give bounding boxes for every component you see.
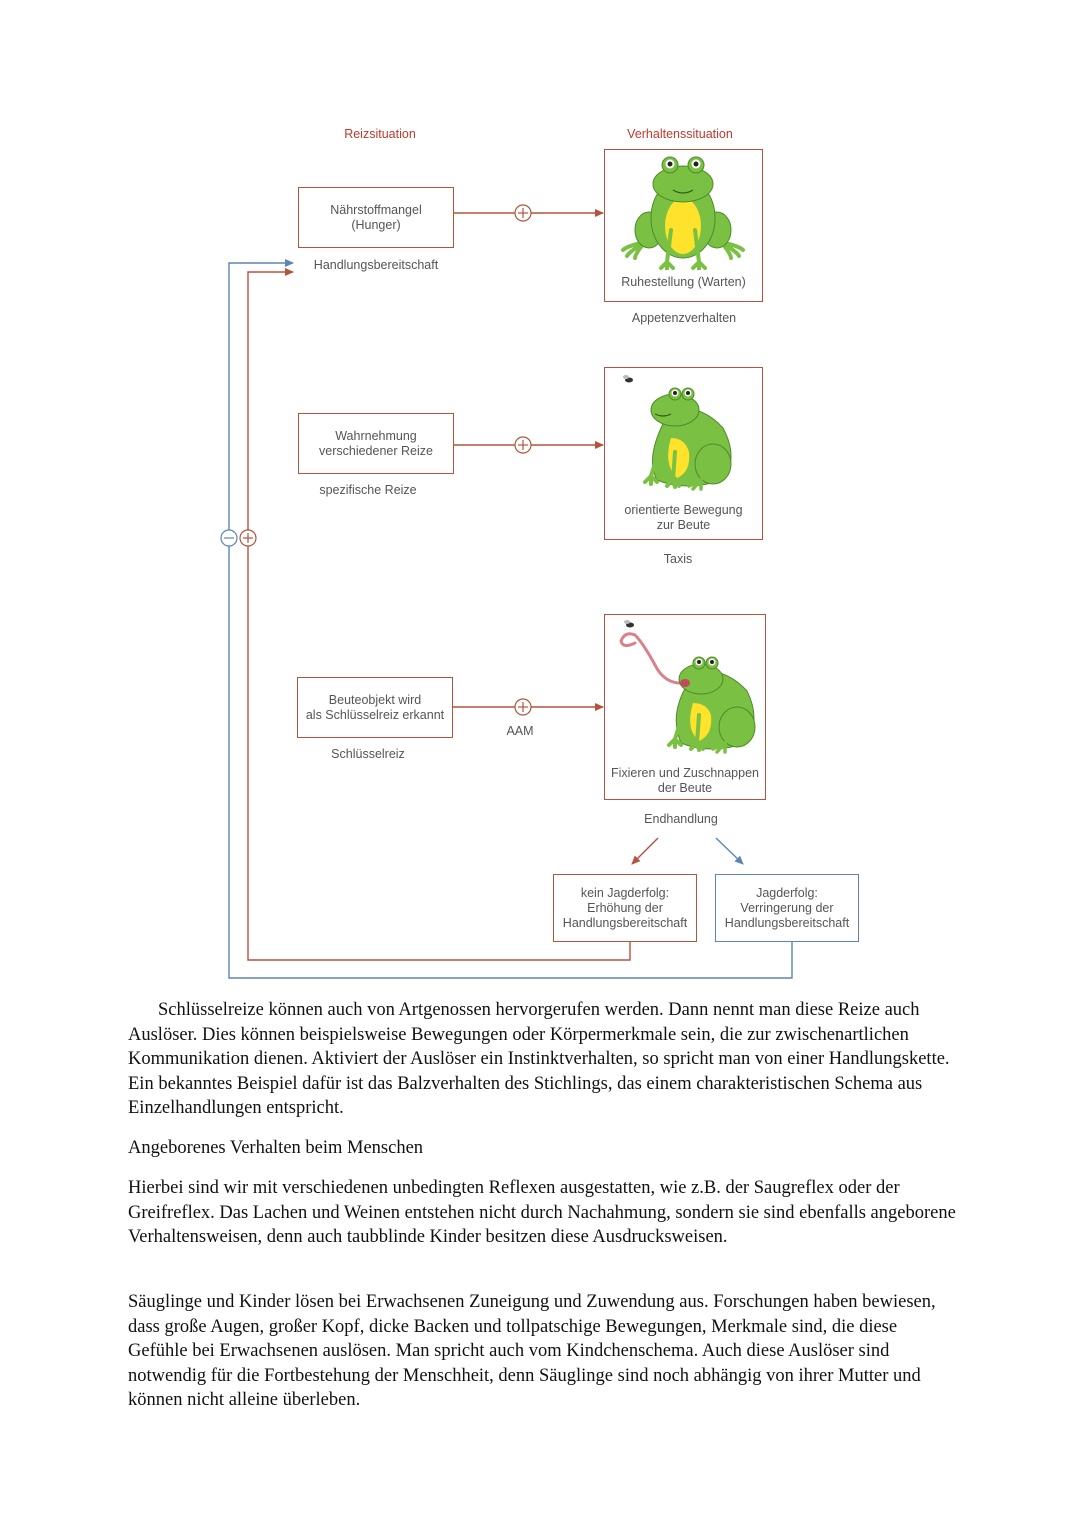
caption-snapping: Fixieren und Zuschnappen der Beute: [610, 766, 759, 795]
section-heading: Angeborenes Verhalten beim Menschen: [128, 1138, 424, 1158]
header-stimulus-situation: Reizsituation: [344, 127, 416, 141]
label-key-stimulus: Schlüsselreiz: [331, 747, 405, 761]
label-aam: AAM: [506, 724, 534, 738]
label-taxis: Taxis: [663, 552, 693, 566]
arrow-to-no-success: [631, 837, 659, 865]
plus-icon: [514, 204, 532, 222]
frame-orienting-frog: orientierte Bewegung zur Beute: [604, 367, 763, 540]
plus-icon: [514, 436, 532, 454]
behavior-flow-diagram: [220, 204, 793, 979]
minus-icon: [220, 529, 238, 547]
label-final-action: Endhandlung: [644, 812, 718, 826]
box-hunger: Nährstoffmangel (Hunger): [298, 187, 454, 248]
plus-icon: [514, 698, 532, 716]
paragraph-baby-schema: Säuglinge und Kinder lösen bei Erwachsen…: [128, 1292, 936, 1411]
label-specific-stimuli: spezifische Reize: [319, 483, 417, 497]
caption-resting: Ruhestellung (Warten): [621, 275, 746, 289]
box-no-hunting-success: kein Jagderfolg: Erhöhung der Handlungsb…: [553, 874, 697, 942]
header-behavior-situation: Verhaltenssituation: [627, 127, 733, 141]
fly-icon: [624, 620, 634, 628]
fly-icon: [623, 375, 633, 383]
paragraph-reflexes: Hierbei sind wir mit verschiedenen unbed…: [128, 1178, 956, 1248]
arrow-to-success: [715, 837, 744, 865]
frog-orienting-image: [623, 375, 732, 491]
paragraph-key-stimuli: Schlüsselreize können auch von Artgenoss…: [128, 1000, 950, 1119]
label-readiness: Handlungsbereitschaft: [313, 258, 439, 272]
feedback-loop-red: [247, 268, 631, 961]
box-perception: Wahrnehmung verschiedener Reize: [298, 413, 454, 474]
feedback-loop-blue: [228, 259, 793, 979]
plus-icon: [239, 529, 257, 547]
caption-orienting: orientierte Bewegung zur Beute: [624, 503, 743, 532]
label-appetence: Appetenzverhalten: [631, 311, 737, 325]
frame-resting-frog: Ruhestellung (Warten): [604, 149, 763, 302]
frog-resting-image: [621, 156, 745, 270]
frog-snapping-image: [619, 620, 756, 754]
frame-snapping-frog: Fixieren und Zuschnappen der Beute: [604, 614, 766, 800]
box-hunting-success: Jagderfolg: Verringerung der Handlungsbe…: [715, 874, 859, 942]
box-key-stimulus: Beuteobjekt wird als Schlüsselreiz erkan…: [297, 677, 453, 738]
